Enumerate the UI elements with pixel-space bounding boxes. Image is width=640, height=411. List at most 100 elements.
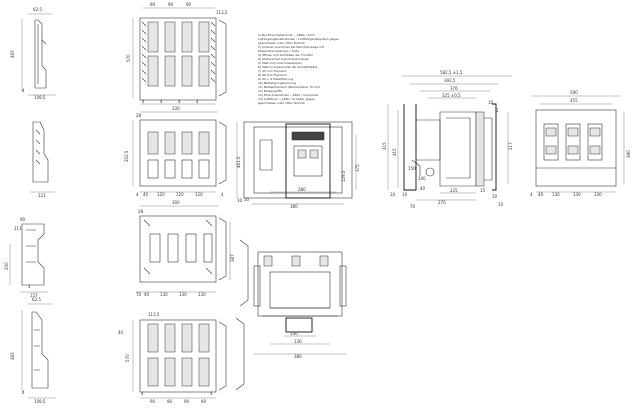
dim-depth: 108,5 xyxy=(34,95,46,100)
dim-k-392: 392,5 xyxy=(444,78,456,83)
dim-k-582: 582,5 ±1,5 xyxy=(440,70,463,75)
dim-b-3: 4 xyxy=(178,99,181,104)
dim-g-130b: 130 xyxy=(179,292,187,297)
dim-k-10d: 10 xyxy=(402,192,408,197)
dim-i-62: 62,5 xyxy=(32,297,41,302)
dim-k-15: 15 xyxy=(480,188,486,193)
dim-j-113: 113,5 xyxy=(148,312,160,317)
dim-e-129: 129,5 xyxy=(341,170,346,182)
note-9: 6) Maß zu Innenkante der Schalttafeltür xyxy=(258,65,319,69)
dim-g-387: 387 xyxy=(230,254,235,262)
dim-k-270: 270 xyxy=(438,200,446,205)
note-2: Luftzugangsmaßnahmen / Luftfahrgerätsyst… xyxy=(258,37,339,41)
dim-e-380: 380 xyxy=(290,204,298,209)
dim-g-70: 70 xyxy=(136,292,142,297)
dim-j-90d: 90 xyxy=(201,399,207,404)
dim-j-40: 40 xyxy=(118,330,124,335)
view-g-front-130: 300 28 387 70 40 130 130 130 xyxy=(136,200,235,297)
dim-g-130a: 130 xyxy=(160,292,168,297)
note-11: 8) 90 mm Freiraum xyxy=(258,73,287,77)
dim-f-90: 90 xyxy=(20,217,26,222)
dim-f-200: 200 xyxy=(4,262,9,270)
view-e-breaker-front: 461,5 375 129,5 280 380 10 xyxy=(236,121,360,209)
dim-k-10a: 10 xyxy=(488,100,494,105)
dim-small: 4 xyxy=(22,88,25,93)
dim-depth: 121 xyxy=(38,193,46,198)
view-h-breaker-plan: 130 130 380 xyxy=(239,239,347,359)
dim-overall: 330 xyxy=(172,106,180,111)
dim-g-300: 300 xyxy=(172,200,180,205)
note-1: 1) Bei Einschubtechnik: ~4800 / 4mm xyxy=(258,33,315,37)
dim-e-10: 10 xyxy=(237,198,243,203)
notes-block: 1) Bei Einschubtechnik: ~4800 / 4mm Luft… xyxy=(258,33,339,105)
dim-l-130c: 130 xyxy=(594,192,602,197)
dim-width-top: 62,5 xyxy=(33,7,42,12)
dim-j-90b: 90 xyxy=(167,399,173,404)
dim-k-150: 150 xyxy=(408,166,416,171)
dim-j-570: 570 xyxy=(125,354,130,362)
dim-h-130a: 130 xyxy=(290,331,298,336)
dim-k-70: 70 xyxy=(410,204,416,209)
view-c-side-profile: 121 xyxy=(30,121,55,198)
dim-height: 570 xyxy=(126,54,131,62)
dim-e-280: 280 xyxy=(298,187,306,192)
dim-l-380: 380 xyxy=(626,150,631,158)
dim-pitch-2: 90 xyxy=(168,2,174,7)
dim-i-465: 465 xyxy=(10,352,15,360)
view-f-side-small: 90 111 200 157 4 xyxy=(4,217,48,298)
dim-k-225: 225 xyxy=(450,188,458,193)
dim-g-28: 28 xyxy=(138,209,144,214)
note-8: 5) Maß vom Anschlussbolzen xyxy=(258,61,302,65)
dim-k-376: 376 xyxy=(450,86,458,91)
dim-f-4: 4 xyxy=(28,284,31,289)
dim-l-40: 40 xyxy=(538,192,544,197)
view-l-front-right: 590 455 380 40 130 130 130 4 xyxy=(530,90,631,197)
dim-r2: 4 xyxy=(136,192,139,197)
dim-j-90a: 90 xyxy=(150,399,156,404)
note-14: 11) Bedienfreiraum (Bedienhöhe) 70 mm xyxy=(258,85,320,89)
ref-marker-10-center: 10 xyxy=(244,197,250,202)
view-j-front-terminals-bottom: 113,5 570 40 90 90 90 90 4 4 xyxy=(118,312,245,404)
note-15: 12) Bolzengriffe xyxy=(258,89,282,93)
dim-j-90c: 90 xyxy=(184,399,190,404)
note-10: 7) 40 mm Freiraum xyxy=(258,69,287,73)
dim-k-325: 325 ±0,5 xyxy=(442,93,461,98)
dim-f-157: 157 xyxy=(30,293,38,298)
dim-i-108: 108,5 xyxy=(34,399,46,404)
dim-l-130b: 130 xyxy=(573,192,581,197)
dim-i-4: 4 xyxy=(22,390,25,395)
dim-pitch-3: 90 xyxy=(186,2,192,7)
note-16: 13) Einschubrahmen ~1800 / Anschluss xyxy=(258,93,319,97)
dim-r1: 4 xyxy=(221,192,224,197)
note-13: 10) Befestigungsbohrung xyxy=(258,81,296,85)
dim-height-e: 461,5 xyxy=(236,156,241,168)
dim-left: 40 xyxy=(143,192,149,197)
dim-height: 465 xyxy=(10,50,15,58)
dim-f-111: 111 xyxy=(14,226,22,231)
dim-k-1: 1 xyxy=(496,108,499,113)
dim-offset: 113,5 xyxy=(216,10,228,15)
note-17: 14) Luftstrom ~1800 / Schalter gegen xyxy=(258,97,315,101)
dim-k-217: 217 xyxy=(508,142,513,150)
ref-marker-10-right: 10 xyxy=(498,202,504,207)
view-i-side-bottom: 62,5 465 108,5 4 xyxy=(10,297,56,404)
dim-k-10b: 10 xyxy=(492,194,498,199)
note-5: Phasentrennwänden / Tiefe xyxy=(258,49,299,53)
dim-edge: 28 xyxy=(136,113,142,118)
dim-p3: 120 xyxy=(195,192,203,197)
dim-b-4: 4 xyxy=(196,99,199,104)
dim-k-10c: 10 xyxy=(390,192,396,197)
dim-g-130c: 130 xyxy=(198,292,206,297)
view-d-front-busbars: 330 28 202,5 40 120 120 120 4 4 xyxy=(124,106,227,197)
view-k-withdrawable-section: 582,5 ±1,5 392,5 376 325 ±0,5 415 415 21… xyxy=(382,70,513,209)
dim-k-415b: 415 xyxy=(392,148,397,156)
dim-l-130a: 130 xyxy=(552,192,560,197)
dim-height: 202,5 xyxy=(124,150,129,162)
dim-b-1: 4 xyxy=(142,99,145,104)
dim-l-455: 455 xyxy=(570,98,578,103)
dim-h-130b: 130 xyxy=(294,339,302,344)
dim-e-375: 375 xyxy=(355,164,360,172)
note-3: geschlossen oder offen Technik xyxy=(258,41,305,45)
